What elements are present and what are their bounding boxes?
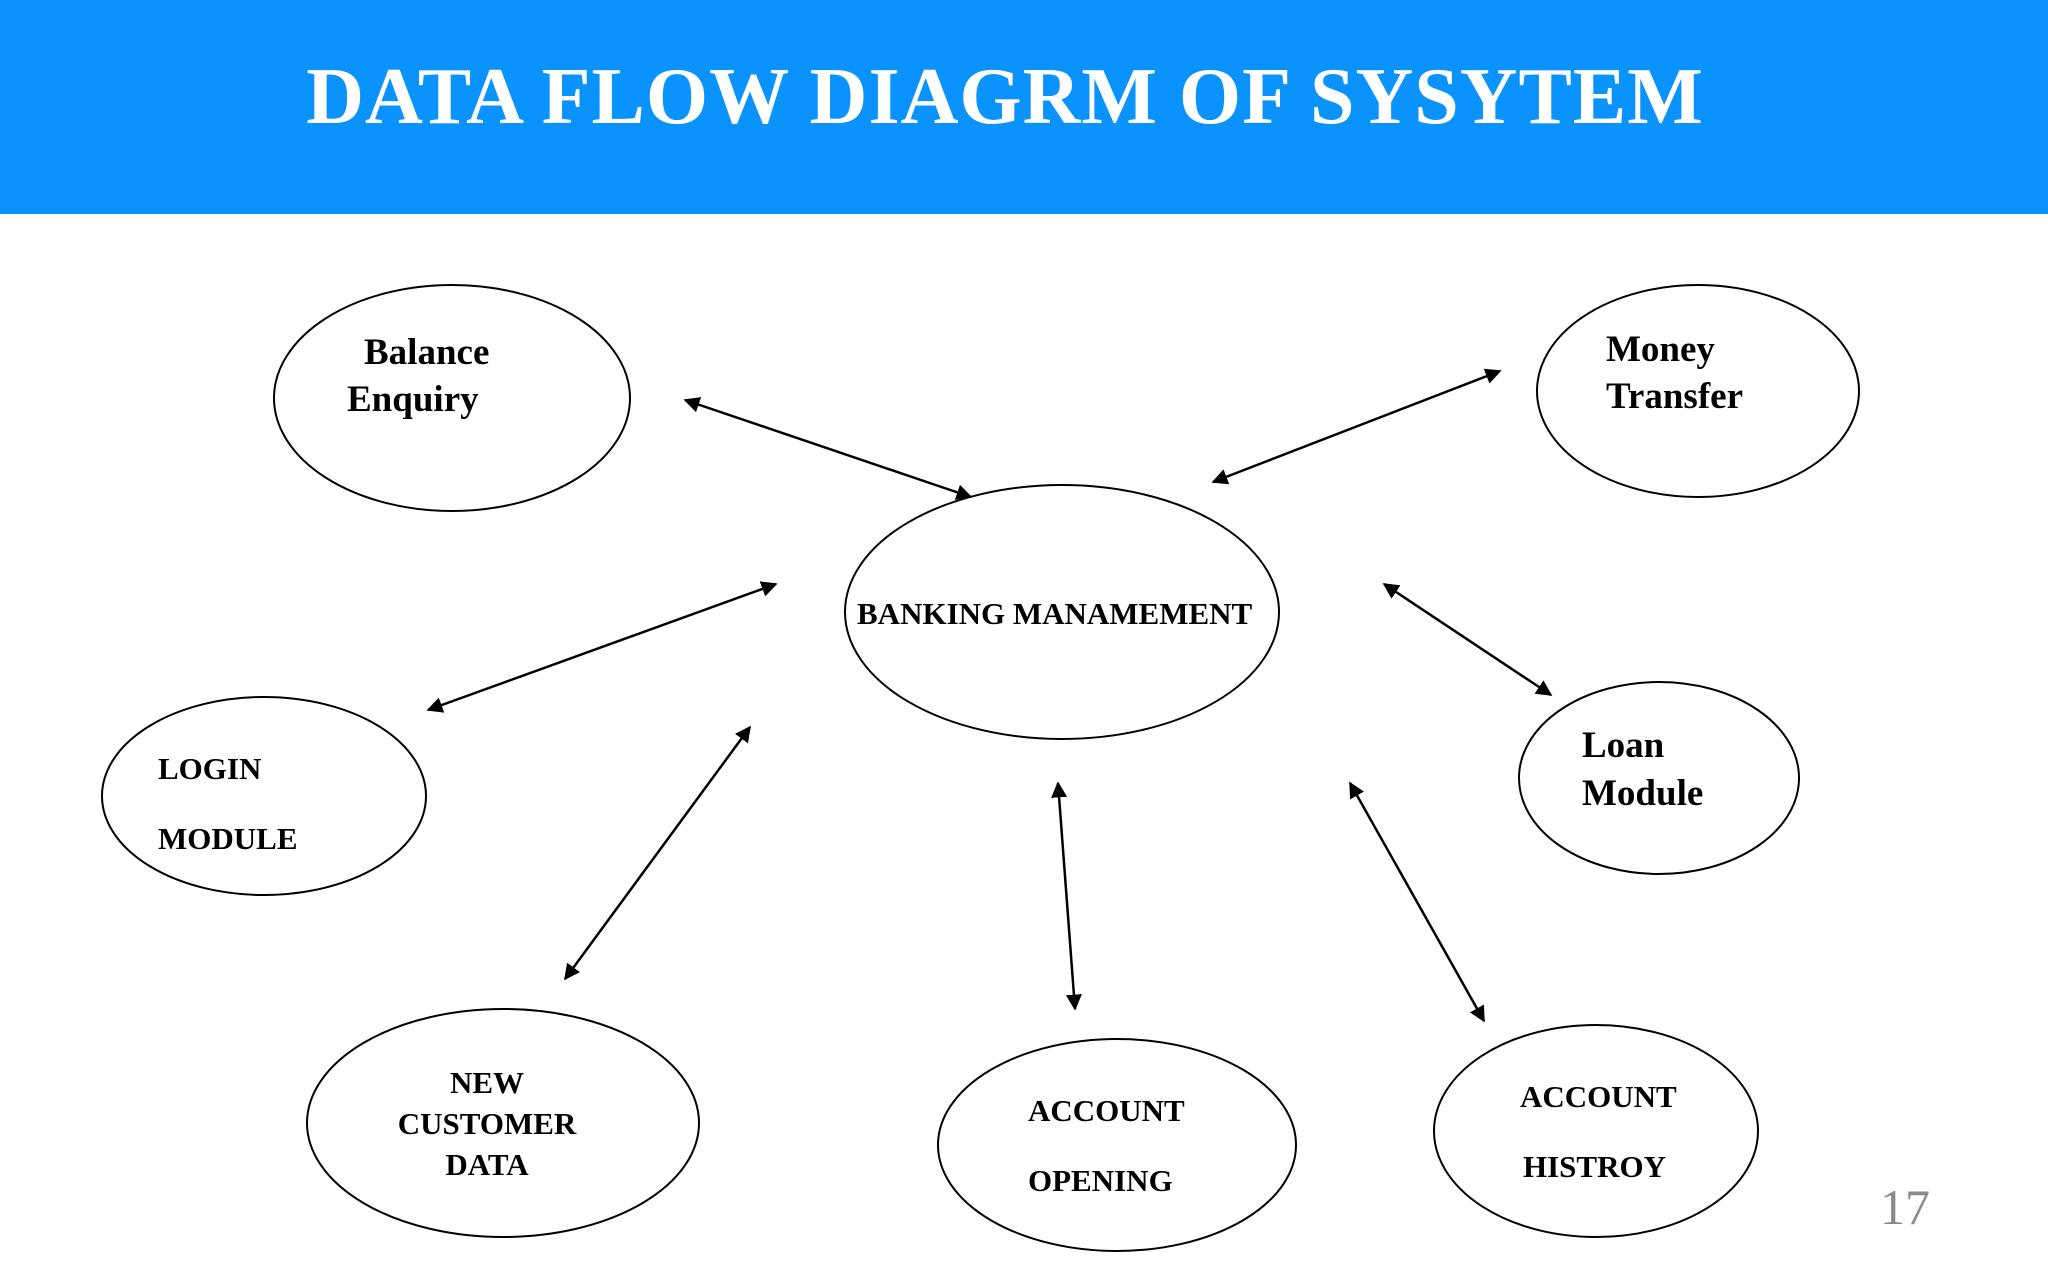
- login-module-node: [101, 696, 427, 896]
- new-customer-data-label-line2: CUSTOMER: [398, 1106, 577, 1141]
- banking-management-node: [844, 484, 1280, 740]
- account-opening-label-line2: OPENING: [1028, 1163, 1173, 1198]
- account-history-label-line2: HISTROY: [1523, 1149, 1666, 1184]
- page-number: 17: [1880, 1179, 1930, 1235]
- money-transfer-label-line2: Transfer: [1606, 376, 1743, 417]
- new-customer-data-label-line1: NEW: [450, 1065, 524, 1100]
- arrow-balance-enquiry: [683, 397, 973, 500]
- arrow-account-opening: [1051, 781, 1082, 1011]
- account-history-label-line1: ACCOUNT: [1520, 1079, 1677, 1114]
- account-opening-node: [937, 1038, 1297, 1252]
- account-opening-label-line1: ACCOUNT: [1028, 1093, 1185, 1128]
- arrow-loan-module: [1382, 582, 1553, 697]
- new-customer-data-node: [306, 1008, 700, 1238]
- login-module-label-line2: MODULE: [158, 821, 298, 856]
- balance-enquiry-label-line2: Enquiry: [347, 379, 479, 420]
- loan-module-label-line1: Loan: [1582, 725, 1665, 766]
- arrow-account-history: [1348, 781, 1486, 1023]
- balance-enquiry-label-line1: Balance: [364, 332, 489, 373]
- loan-module-node: [1518, 681, 1800, 875]
- loan-module-label-line2: Module: [1582, 773, 1703, 814]
- money-transfer-label-line1: Money: [1606, 329, 1715, 370]
- balance-enquiry-node: [273, 284, 631, 512]
- account-history-node: [1433, 1024, 1759, 1238]
- arrow-money-transfer: [1211, 368, 1502, 485]
- login-module-label-line1: LOGIN: [158, 751, 261, 786]
- new-customer-data-label-line3: DATA: [445, 1147, 529, 1182]
- arrow-login-module: [426, 581, 778, 713]
- money-transfer-node: [1536, 284, 1860, 498]
- slide-title: DATA FLOW DIAGRM OF SYSYTEM: [306, 53, 1704, 141]
- title-banner: [0, 0, 2048, 214]
- banking-management-label: BANKING MANAMEMENT: [857, 596, 1253, 631]
- arrow-new-customer-data: [563, 725, 752, 981]
